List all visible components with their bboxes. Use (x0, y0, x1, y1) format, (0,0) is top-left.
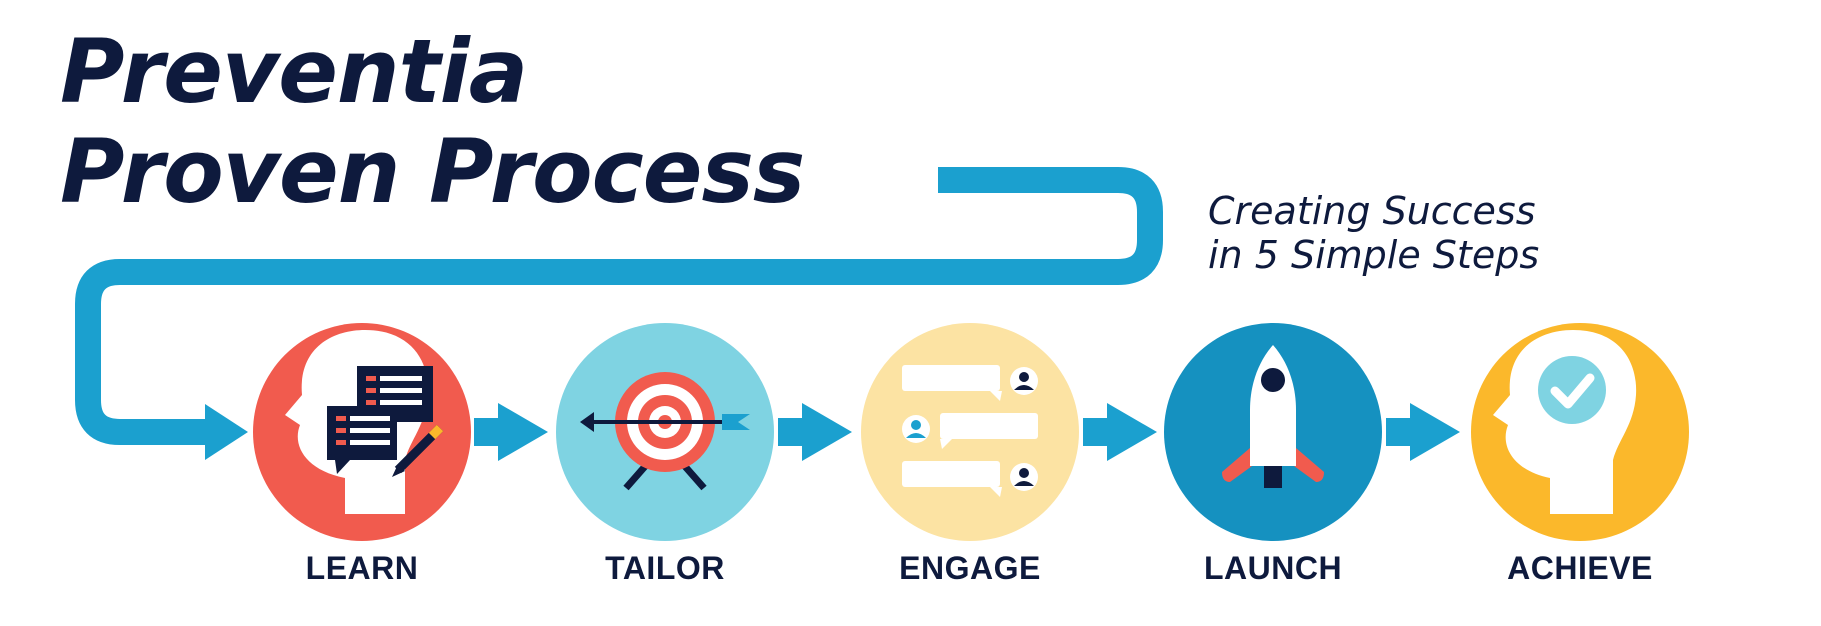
head-documents-icon (285, 330, 444, 514)
chat-messages-icon (902, 365, 1038, 497)
subtitle-line-1: Creating Success (1208, 189, 1536, 233)
step-label-achieve: ACHIEVE (1507, 550, 1653, 586)
subtitle-line-2: in 5 Simple Steps (1208, 233, 1540, 277)
step-achieve (1471, 323, 1689, 541)
target-arrow-icon (580, 372, 750, 491)
step-engage (861, 323, 1079, 541)
step-tailor (556, 323, 774, 541)
step-arrow (474, 403, 548, 461)
step-arrow (1386, 403, 1460, 461)
step-arrow (1083, 403, 1157, 461)
title-line-1: Preventia (60, 20, 528, 123)
step-label-launch: LAUNCH (1203, 550, 1343, 586)
path-arrowhead (205, 404, 248, 460)
step-label-engage: ENGAGE (899, 550, 1041, 586)
step-learn (253, 323, 471, 541)
step-arrow (778, 403, 852, 461)
title-line-2: Proven Process (60, 120, 805, 223)
step-label-tailor: TAILOR (605, 550, 725, 586)
rocket-icon (1222, 345, 1324, 488)
process-path (75, 167, 1163, 445)
step-launch (1164, 323, 1382, 541)
step-label-learn: LEARN (305, 550, 419, 586)
head-checkmark-icon (1493, 330, 1637, 514)
